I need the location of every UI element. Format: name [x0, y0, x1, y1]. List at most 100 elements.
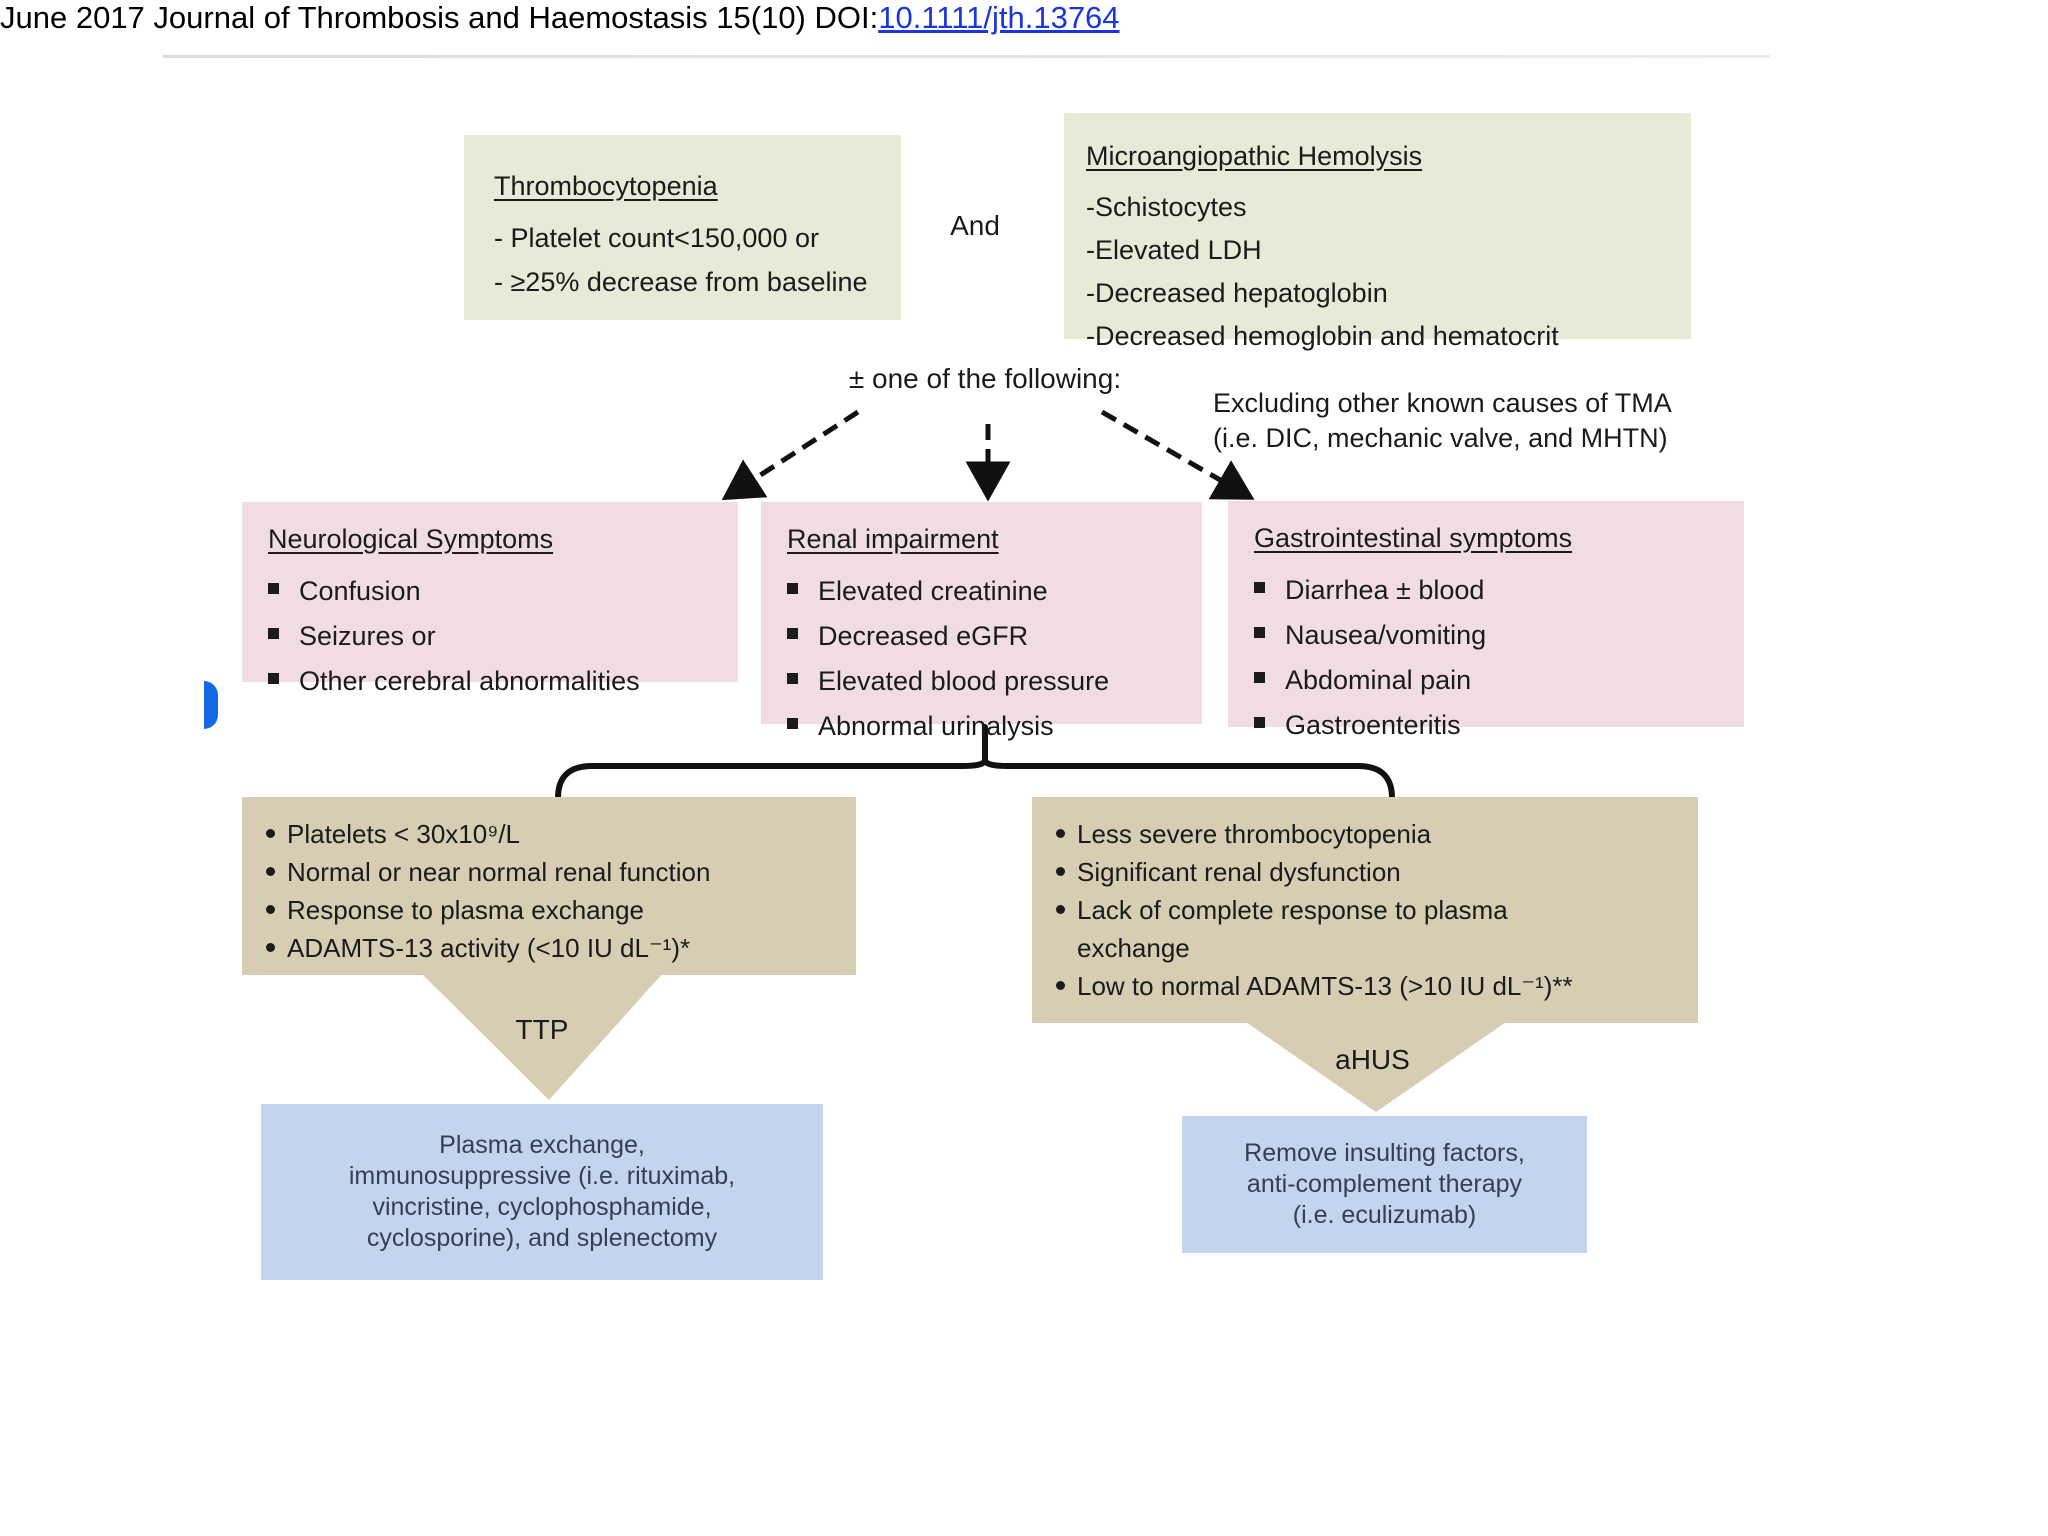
criteria-item: Significant renal dysfunction [1056, 853, 1698, 891]
bullet-dot-icon [266, 829, 275, 838]
ahus-label: aHUS [1335, 1044, 1410, 1075]
symptom-item-label: Gastroenteritis [1285, 710, 1461, 740]
symptom-item-label: Abnormal urinalysis [818, 711, 1054, 741]
gastrointestinal-symptoms-list: Diarrhea ± blood Nausea/vomiting Abdomin… [1254, 568, 1744, 748]
criteria-item: Response to plasma exchange [266, 891, 856, 929]
bullet-square-icon [1254, 582, 1265, 593]
gastrointestinal-symptoms-box: Gastrointestinal symptoms Diarrhea ± blo… [1228, 501, 1744, 740]
ahus-treatment-line: anti-complement therapy [1246, 1170, 1523, 1198]
bullet-square-icon [787, 718, 798, 729]
ahus-treatment-line: (i.e. eculizumab) [1292, 1201, 1477, 1229]
ahus-criteria-list: Less severe thrombocytopenia Significant… [1056, 815, 1698, 1005]
symptom-item-label: Decreased eGFR [818, 621, 1029, 651]
thrombocytopenia-item: - ≥25% decrease from baseline [494, 267, 868, 297]
neurological-symptoms-title: Neurological Symptoms [268, 524, 554, 554]
ttp-criteria-list: Platelets < 30x10⁹/L Normal or near norm… [266, 815, 856, 967]
bullet-square-icon [1254, 627, 1265, 638]
symptom-item: Diarrhea ± blood [1254, 568, 1744, 613]
gastrointestinal-symptoms-title: Gastrointestinal symptoms [1254, 523, 1573, 553]
symptom-item-label: Seizures or [299, 621, 436, 651]
ahus-treatment-line: Remove insulting factors, [1244, 1139, 1525, 1167]
neurological-symptoms-box: Neurological Symptoms Confusion Seizures… [242, 502, 738, 696]
microangiopathic-hemolysis-title: Microangiopathic Hemolysis [1086, 141, 1423, 171]
ttp-label: TTP [515, 1014, 569, 1045]
symptom-item-label: Nausea/vomiting [1285, 620, 1487, 650]
doi-link[interactable]: 10.1111/jth.13764 [878, 0, 1120, 35]
bullet-dot-icon [266, 867, 275, 876]
ttp-treatment-line: cyclosporine), and splenectomy [366, 1224, 718, 1252]
and-label: And [950, 210, 1000, 241]
bullet-square-icon [1254, 717, 1265, 728]
criteria-item-label: Normal or near normal renal function [287, 857, 711, 887]
edge-blue-half-circle [204, 681, 218, 729]
criteria-item: Normal or near normal renal function [266, 853, 856, 891]
bullet-dot-icon [266, 943, 275, 952]
criteria-item-label: Platelets < 30x10⁹/L [287, 819, 521, 849]
bullet-square-icon [787, 583, 798, 594]
ttp-treatment-line: immunosuppressive (i.e. rituximab, [348, 1162, 736, 1190]
ahus-treatment-box: Remove insulting factors, anti-complemen… [1182, 1116, 1587, 1253]
symptom-item-label: Abdominal pain [1285, 665, 1472, 695]
excluding-note: Excluding other known causes of TMA (i.e… [1213, 386, 1672, 456]
symptom-item: Elevated blood pressure [787, 659, 1202, 704]
bullet-square-icon [787, 673, 798, 684]
criteria-item: Lack of complete response to plasma exch… [1056, 891, 1698, 967]
hemolysis-item: -Decreased hemoglobin and hematocrit [1086, 321, 1559, 351]
criteria-item: Less severe thrombocytopenia [1056, 815, 1698, 853]
hemolysis-item: -Schistocytes [1086, 192, 1247, 222]
bullet-square-icon [268, 673, 279, 684]
bullet-dot-icon [1056, 981, 1065, 990]
symptom-item: Nausea/vomiting [1254, 613, 1744, 658]
symptom-item: Decreased eGFR [787, 614, 1202, 659]
neurological-symptoms-list: Confusion Seizures or Other cerebral abn… [268, 569, 738, 704]
microangiopathic-hemolysis-box: Microangiopathic Hemolysis -Schistocytes… [1064, 113, 1691, 351]
bullet-square-icon [787, 628, 798, 639]
criteria-item-label: Significant renal dysfunction [1077, 857, 1401, 887]
ttp-treatment-box: Plasma exchange, immunosuppressive (i.e.… [261, 1104, 823, 1280]
renal-impairment-box: Renal impairment Elevated creatinine Dec… [761, 502, 1202, 741]
ahus-criteria-box: Less severe thrombocytopenia Significant… [1032, 797, 1698, 1023]
criteria-item-label: ADAMTS-13 activity (<10 IU dL⁻¹)* [287, 933, 691, 963]
bullet-dot-icon [1056, 829, 1065, 838]
thrombocytopenia-item: - Platelet count<150,000 or [494, 223, 819, 253]
hemolysis-item: -Elevated LDH [1086, 235, 1262, 265]
thrombocytopenia-title: Thrombocytopenia [494, 171, 718, 201]
bullet-dot-icon [1056, 905, 1065, 914]
ttp-treatment-line: Plasma exchange, [439, 1131, 645, 1159]
symptom-item-label: Elevated blood pressure [818, 666, 1110, 696]
criteria-item-label: Less severe thrombocytopenia [1077, 819, 1432, 849]
bullet-square-icon [1254, 672, 1265, 683]
bullet-square-icon [268, 628, 279, 639]
citation: June 2017 Journal of Thrombosis and Haem… [0, 0, 1120, 36]
ttp-criteria-box: Platelets < 30x10⁹/L Normal or near norm… [242, 797, 856, 975]
symptom-item: Other cerebral abnormalities [268, 659, 738, 704]
ttp-treatment-line: vincristine, cyclophosphamide, [372, 1193, 712, 1221]
criteria-item-label: Low to normal ADAMTS-13 (>10 IU dL⁻¹)** [1077, 971, 1573, 1001]
bullet-dot-icon [1056, 867, 1065, 876]
excluding-note-line1: Excluding other known causes of TMA [1213, 388, 1672, 418]
hemolysis-item: -Decreased hepatoglobin [1086, 278, 1388, 308]
excluding-note-line2: (i.e. DIC, mechanic valve, and MHTN) [1213, 423, 1668, 453]
criteria-item-label: Lack of complete response to plasma exch… [1077, 895, 1508, 963]
symptom-item-label: Diarrhea ± blood [1285, 575, 1485, 605]
symptom-item: Seizures or [268, 614, 738, 659]
symptom-item: Elevated creatinine [787, 569, 1202, 614]
criteria-item-label: Response to plasma exchange [287, 895, 645, 925]
symptom-item: Abdominal pain [1254, 658, 1744, 703]
renal-impairment-list: Elevated creatinine Decreased eGFR Eleva… [787, 569, 1202, 749]
symptom-item-label: Other cerebral abnormalities [299, 666, 640, 696]
bullet-dot-icon [266, 905, 275, 914]
one-of-the-following-label: ± one of the following: [848, 363, 1122, 394]
citation-text: June 2017 Journal of Thrombosis and Haem… [0, 0, 879, 35]
dashed-arrow-left [721, 409, 860, 501]
symptom-item-label: Elevated creatinine [818, 576, 1048, 606]
bullet-square-icon [268, 583, 279, 594]
criteria-item: Low to normal ADAMTS-13 (>10 IU dL⁻¹)** [1056, 967, 1698, 1005]
renal-impairment-title: Renal impairment [787, 524, 999, 554]
top-divider-rule [163, 55, 1770, 58]
criteria-item: Platelets < 30x10⁹/L [266, 815, 856, 853]
symptom-item-label: Confusion [299, 576, 421, 606]
symptom-item: Confusion [268, 569, 738, 614]
